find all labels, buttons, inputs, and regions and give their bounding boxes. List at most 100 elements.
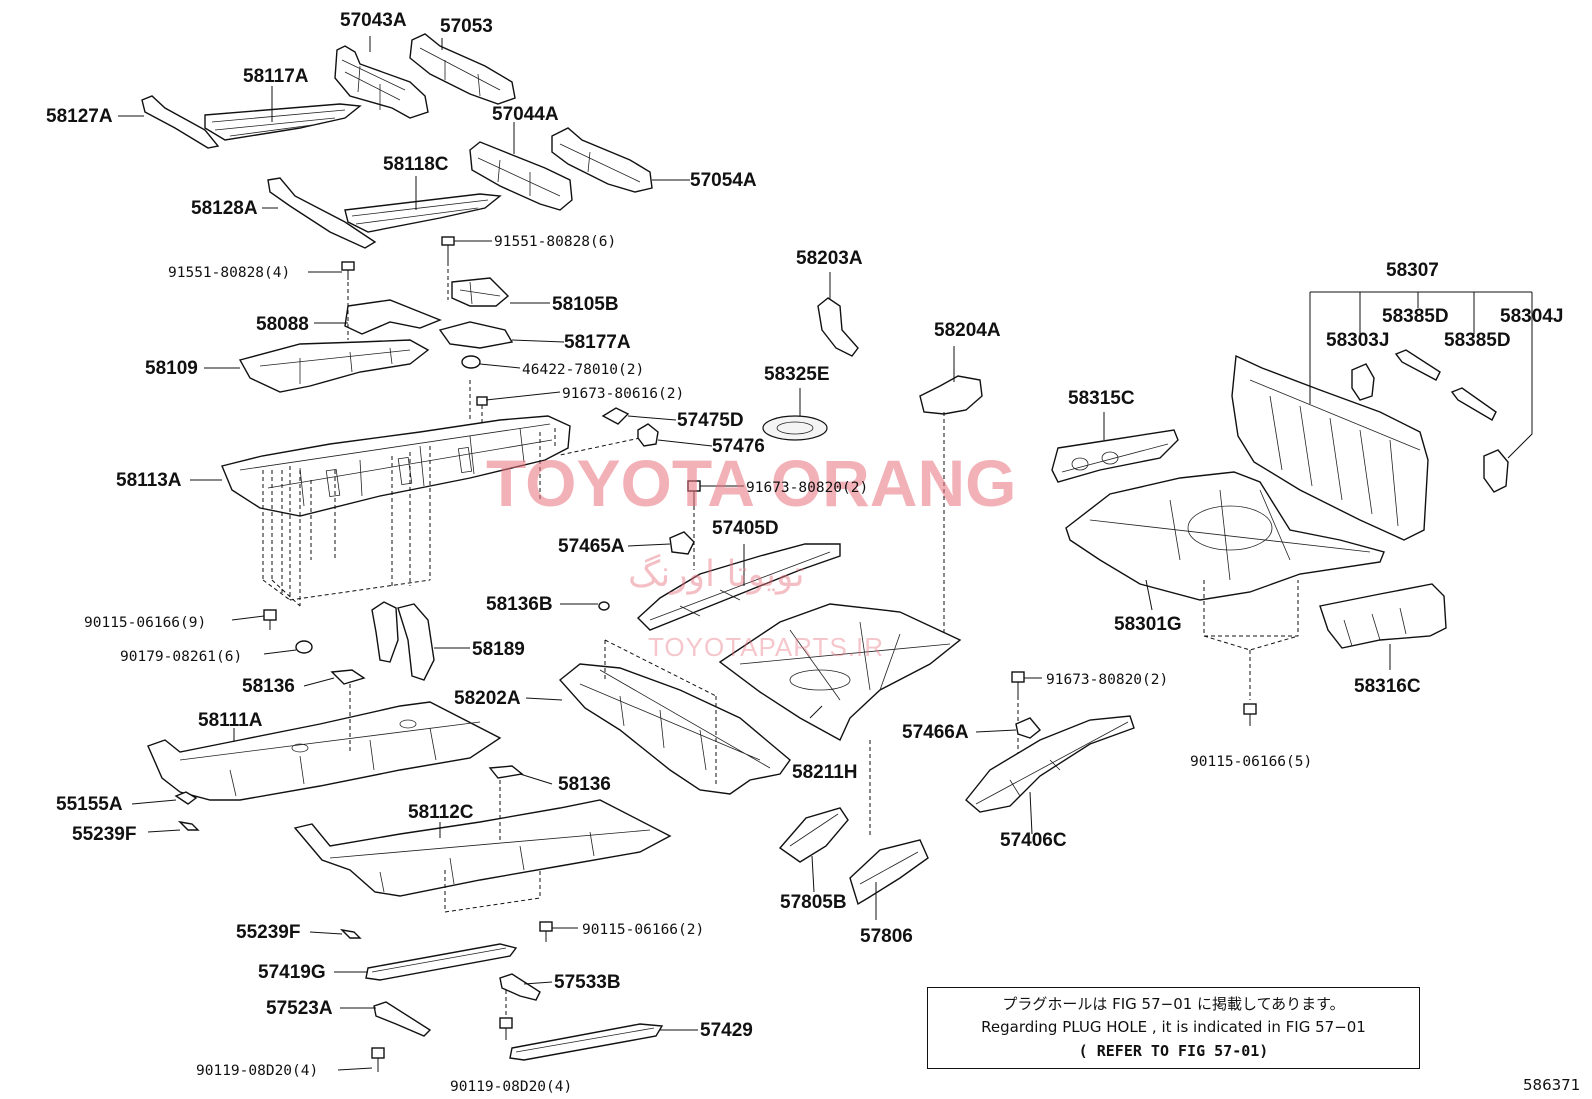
label-58136-a: 58136 [242, 676, 295, 697]
part-58136-b [488, 765, 524, 779]
label-58204A: 58204A [934, 320, 1001, 341]
plug-55239F-b [339, 928, 362, 939]
label-58088: 58088 [256, 314, 309, 335]
part-57523A [373, 1001, 432, 1037]
part-58105B [451, 277, 510, 307]
part-57054A [551, 127, 653, 193]
label-57523A: 57523A [266, 998, 333, 1019]
label-91673-80820-a: 91673-80820(2) [746, 480, 868, 496]
part-58127A [141, 95, 220, 149]
part-58112C [293, 799, 672, 897]
part-58136-a [330, 669, 366, 685]
part-58128A [267, 177, 377, 249]
part-57466A [1015, 717, 1041, 739]
label-58315C: 58315C [1068, 388, 1135, 409]
bolt-90119-a [371, 1047, 385, 1072]
grommet-46422 [461, 355, 481, 369]
watermark-persian: تویوتا اورنگ [628, 553, 805, 595]
part-58136B [598, 601, 610, 611]
part-58303J [1351, 363, 1375, 401]
label-58128A: 58128A [191, 198, 258, 219]
clip-57476 [637, 423, 659, 447]
label-57043A: 57043A [340, 10, 407, 31]
label-90115-06166-5: 90115-06166(5) [1190, 754, 1312, 770]
label-58307: 58307 [1386, 260, 1439, 281]
label-58385D-b: 58385D [1444, 330, 1511, 351]
part-57406C [965, 715, 1135, 813]
label-90119-08D20-a: 90119-08D20(4) [196, 1063, 318, 1079]
part-57805B [778, 807, 849, 863]
bolt-91551-a [441, 236, 455, 262]
part-57043A [334, 45, 429, 119]
part-58202A [558, 663, 791, 795]
part-57405D [636, 543, 841, 631]
label-57466A: 57466A [902, 722, 969, 743]
label-57405D: 57405D [712, 518, 779, 539]
label-57044A: 57044A [492, 104, 559, 125]
label-90115-06166-9: 90115-06166(9) [84, 615, 206, 631]
part-57419G [365, 943, 518, 981]
label-57054A: 57054A [690, 170, 757, 191]
part-58385D-a [1394, 349, 1441, 381]
label-91673-80616: 91673-80616(2) [562, 386, 684, 402]
bolt-91673-80820-b [1011, 671, 1025, 696]
part-57806 [849, 839, 929, 906]
label-58203A: 58203A [796, 248, 863, 269]
label-90179-08261: 90179-08261(6) [120, 649, 242, 665]
part-58304J [1483, 449, 1509, 493]
label-58111A: 58111A [198, 710, 263, 731]
label-58109: 58109 [145, 358, 198, 379]
bolt-91673-80616 [476, 396, 488, 406]
part-58315C [1051, 429, 1179, 483]
part-58109 [238, 339, 430, 393]
note-refer: ( REFER TO FIG 57-01) [1078, 1042, 1269, 1060]
label-57476: 57476 [712, 436, 765, 457]
label-57533B: 57533B [554, 972, 621, 993]
label-58316C: 58316C [1354, 676, 1421, 697]
label-46422-78010: 46422-78010(2) [522, 362, 644, 378]
label-57429: 57429 [700, 1020, 753, 1041]
label-58118C: 58118C [383, 154, 449, 175]
part-58316C [1319, 583, 1447, 649]
label-58189: 58189 [472, 639, 525, 660]
clip-57475D [601, 407, 630, 425]
part-58113A [221, 415, 571, 517]
label-58385D-a: 58385D [1382, 306, 1449, 327]
label-58177A: 58177A [564, 332, 631, 353]
part-58177A [438, 321, 514, 349]
leader-lines [118, 36, 1391, 1071]
part-58111A [147, 701, 502, 801]
bolt-90115-5 [1243, 703, 1257, 726]
watermark-latin: TOYOTA ORANG [486, 446, 1016, 520]
label-57406C: 57406C [1000, 830, 1067, 851]
part-57429 [509, 1023, 664, 1061]
label-90119-08D20-b: 90119-08D20(4) [450, 1079, 572, 1095]
label-91673-80820-b: 91673-80820(2) [1046, 672, 1168, 688]
label-58113A: 58113A [116, 470, 182, 491]
label-57475D: 57475D [677, 410, 744, 431]
part-58307 [1231, 354, 1429, 541]
part-58118C [344, 193, 502, 233]
plug-55239F-a [177, 820, 200, 831]
label-57465A: 57465A [558, 536, 625, 557]
bolt-91551-b [341, 261, 355, 280]
label-58301G: 58301G [1114, 614, 1182, 635]
label-58105B: 58105B [552, 294, 619, 315]
label-57053: 57053 [440, 16, 493, 37]
label-58127A: 58127A [46, 106, 113, 127]
label-58303J: 58303J [1326, 330, 1389, 351]
label-58136B: 58136B [486, 594, 553, 615]
label-91551-80828-4: 91551-80828(4) [168, 265, 290, 281]
label-91551-80828-6: 91551-80828(6) [494, 234, 616, 250]
label-58202A: 58202A [454, 688, 521, 709]
label-58325E: 58325E [764, 364, 830, 385]
part-58203A [817, 297, 859, 357]
part-57465A [669, 531, 695, 555]
label-55239F-b: 55239F [236, 922, 300, 943]
label-57806: 57806 [860, 926, 913, 947]
label-90115-06166-2: 90115-06166(2) [582, 922, 704, 938]
part-58211H [718, 603, 962, 741]
label-58211H: 58211H [792, 762, 858, 783]
figure-id: 586371 [1523, 1076, 1581, 1094]
